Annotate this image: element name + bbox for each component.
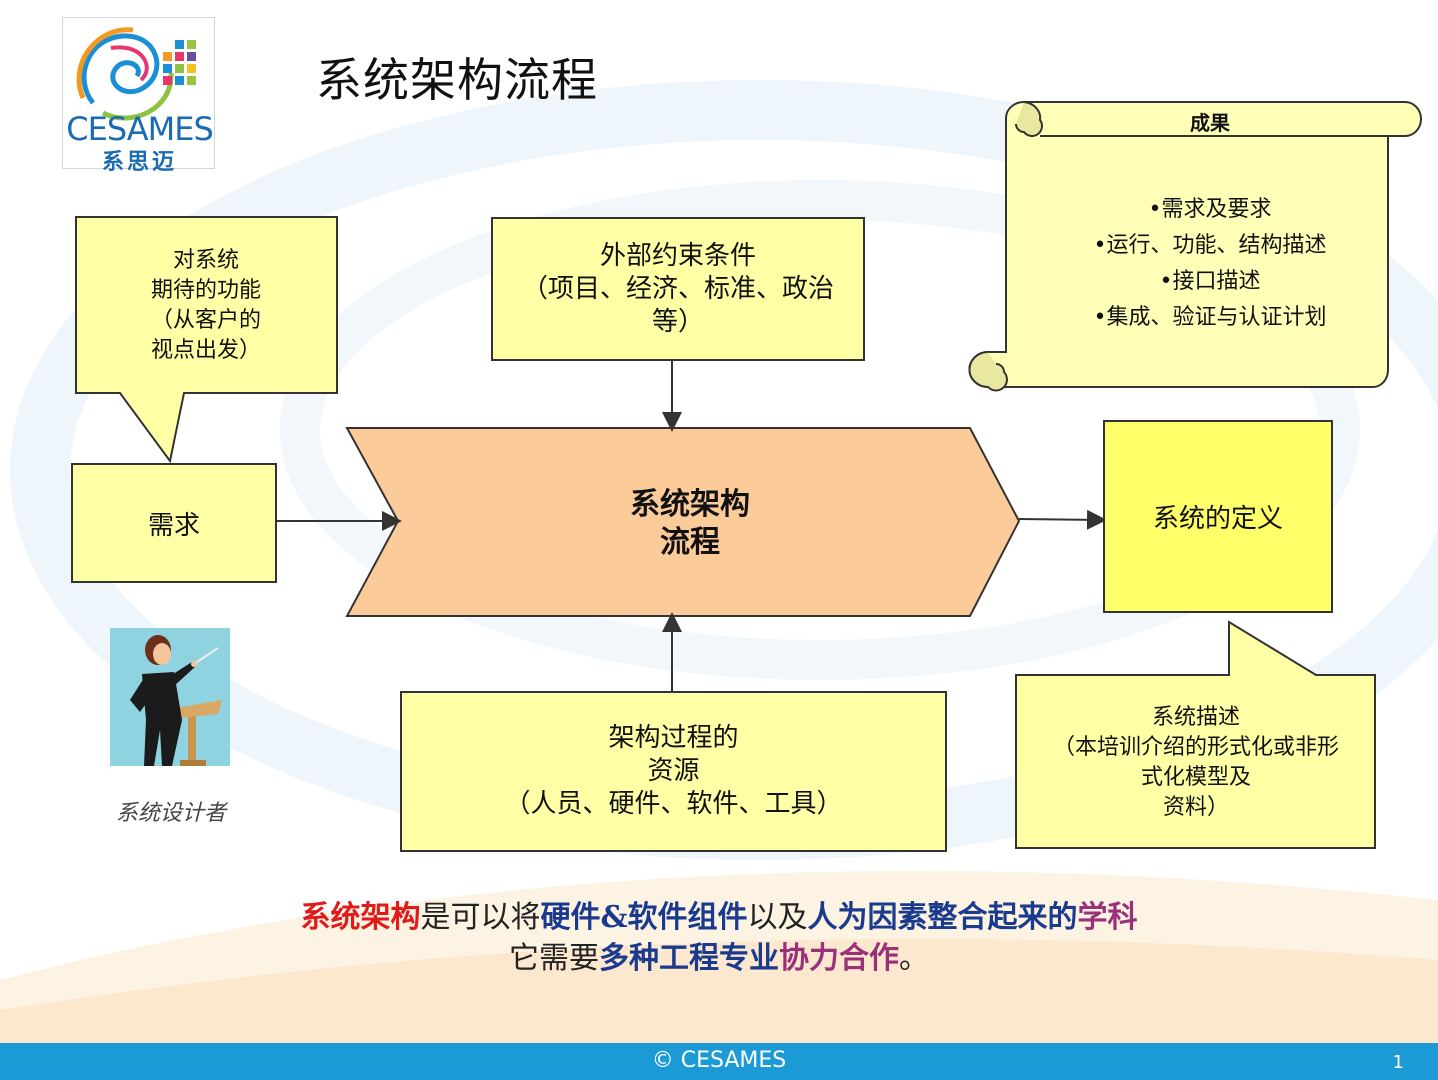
designer-illustration xyxy=(110,628,230,766)
footer-copyright: © CESAMES xyxy=(651,1048,787,1073)
logo-swirl-icon xyxy=(76,27,196,121)
callout-description-shape xyxy=(1015,620,1376,849)
list-item: •接口描述 xyxy=(1159,269,1261,294)
definition-box: 系统的定义 xyxy=(1103,420,1333,613)
page-title: 系统架构流程 xyxy=(316,53,598,107)
statement-line-2: 它需要多种工程专业协力合作。 xyxy=(509,941,929,976)
cesames-logo: CESAMES 系思迈 xyxy=(62,17,215,175)
list-item: •运行、功能、结构描述 xyxy=(1093,233,1327,258)
designer-caption: 系统设计者 xyxy=(115,801,226,826)
logo-subtitle: 系思迈 xyxy=(101,150,177,175)
list-item: •集成、验证与认证计划 xyxy=(1093,305,1327,330)
requirements-box: 需求 xyxy=(71,463,277,583)
resources-box: 架构过程的 资源 （人员、硬件、软件、工具） xyxy=(400,691,947,852)
process-label: 系统架构 流程 xyxy=(630,487,750,560)
statement-line-1: 系统架构是可以将硬件&软件组件以及人为因素整合起来的学科 xyxy=(300,900,1138,935)
callout-description-text: 系统描述 （本培训介绍的形式化或非形 式化模型及 资料） xyxy=(1052,705,1339,820)
callout-function-text: 对系统 期待的功能 （从客户的 视点出发） xyxy=(150,248,261,363)
logo-name: CESAMES xyxy=(66,110,214,148)
results-title: 成果 xyxy=(1190,111,1230,135)
constraints-box: 外部约束条件 （项目、经济、标准、政治 等） xyxy=(491,217,865,361)
page-number: 1 xyxy=(1392,1052,1404,1073)
results-scroll-shape xyxy=(968,101,1422,392)
list-item: •需求及要求 xyxy=(1148,197,1272,222)
callout-function-shape xyxy=(75,216,338,464)
arrow-process-to-definition xyxy=(1018,509,1107,530)
results-list: •需求及要求 •运行、功能、结构描述 •接口描述 •集成、验证与认证计划 xyxy=(1040,192,1380,336)
footer-bar: © CESAMES 1 xyxy=(0,1043,1438,1080)
